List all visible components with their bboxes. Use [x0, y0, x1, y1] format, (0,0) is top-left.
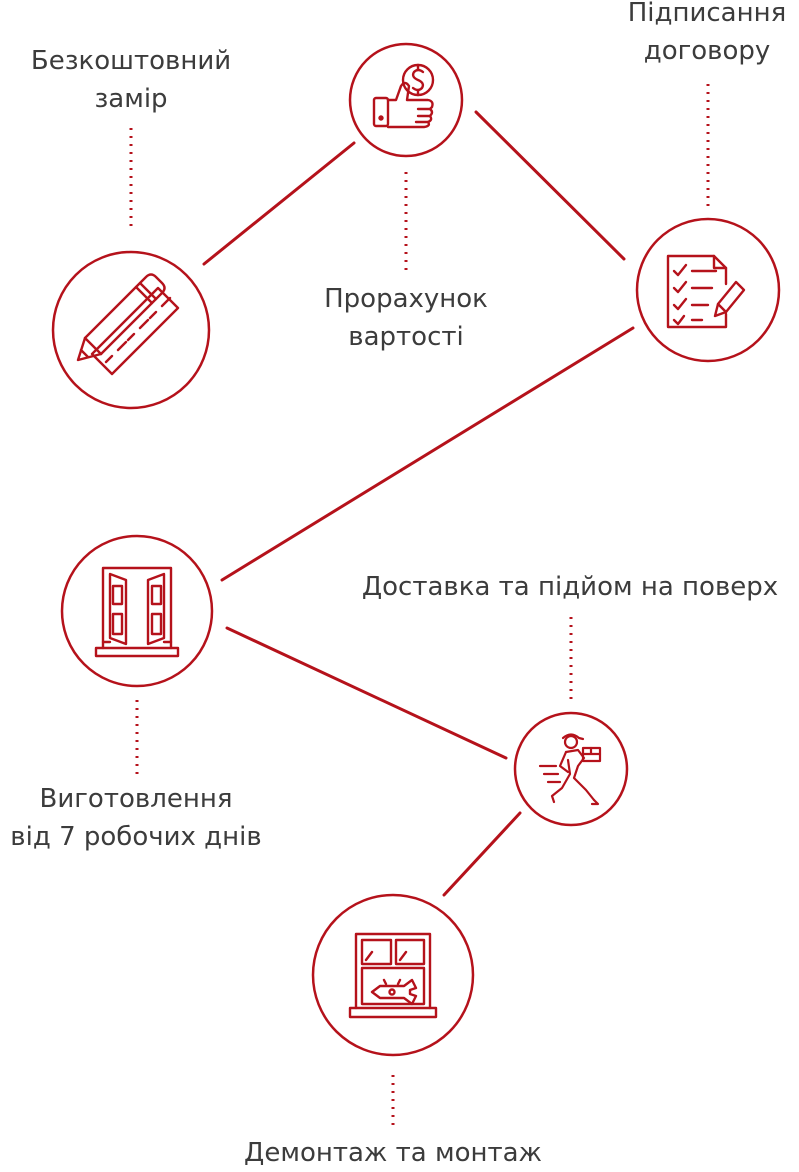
step-circle-contract: [635, 217, 781, 363]
step-label-line: вартості: [348, 322, 464, 352]
connector-contract-manufacture: [220, 326, 635, 582]
step-label-line: Прорахунок: [324, 284, 488, 314]
step-label-measure: Безкоштовний замір: [31, 42, 231, 118]
window-wrench-icon: [348, 932, 438, 1019]
step-label-line: договору: [643, 36, 771, 66]
step-label-line: Виготовлення: [39, 784, 233, 814]
step-label-estimate: Прорахунок вартості: [324, 280, 488, 356]
connector-measure-estimate: [202, 141, 356, 266]
step-circle-install: [311, 893, 475, 1057]
step-label-line: від 7 робочих днів: [10, 822, 262, 852]
connector-delivery-install: [442, 811, 522, 897]
connector-manufacture-delivery: [225, 626, 508, 760]
step-label-line: Безкоштовний: [30, 46, 232, 76]
step-label-install: Демонтаж та монтаж: [244, 1134, 542, 1172]
checklist-pen-icon: [666, 254, 746, 329]
step-circle-delivery: [513, 711, 629, 827]
step-label-manufacture: Виготовлення від 7 робочих днів: [10, 780, 261, 856]
step-label-delivery: Доставка та підйом на поверх: [362, 568, 778, 606]
open-window-icon: [94, 566, 180, 658]
step-label-contract: Підписання договору: [628, 0, 787, 70]
step-circle-manufacture: [60, 534, 214, 688]
step-label-line: Демонтаж та монтаж: [244, 1138, 542, 1168]
connector-estimate-contract: [474, 110, 626, 261]
step-label-line: Доставка та підйом на поверх: [361, 572, 779, 602]
step-label-line: замір: [94, 84, 168, 114]
thumbs-up-dollar-icon: [372, 63, 435, 129]
step-circle-measure: [51, 250, 211, 410]
pencil-ruler-icon: [76, 273, 180, 376]
courier-box-icon: [538, 733, 602, 806]
step-label-line: Підписання: [627, 0, 787, 28]
